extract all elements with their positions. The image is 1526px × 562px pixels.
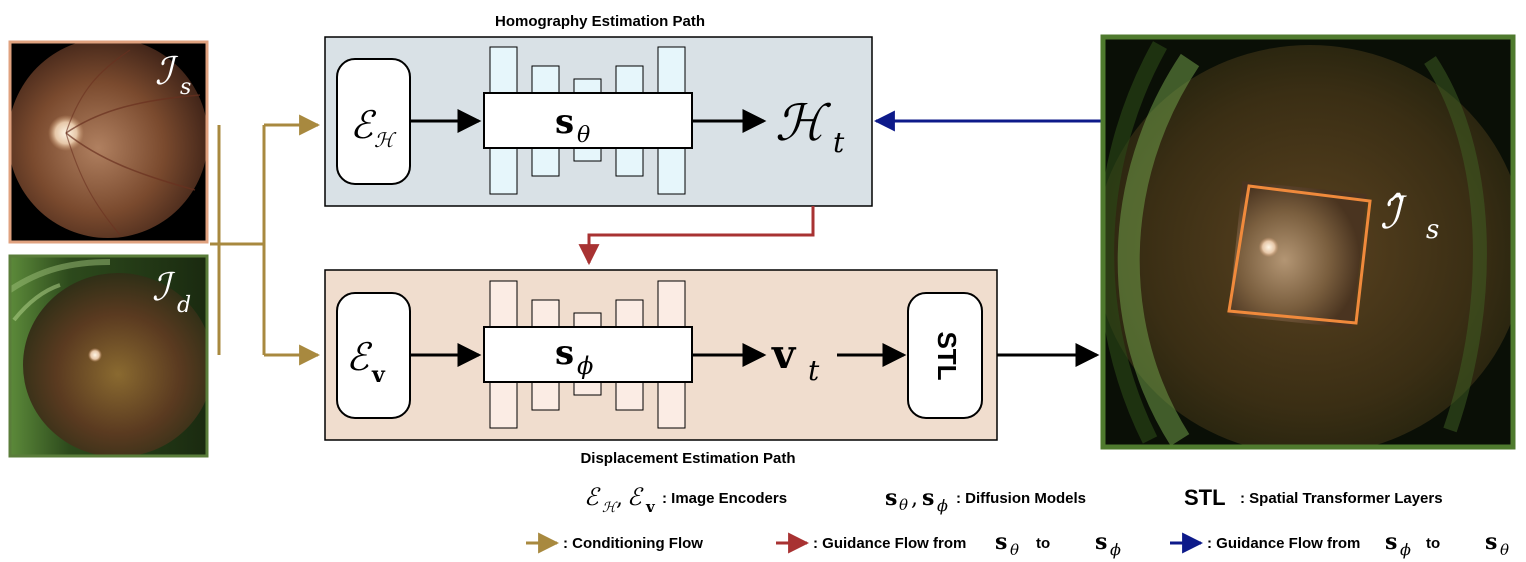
homography-output: ℋ t — [775, 94, 845, 159]
score-phi-label: s — [555, 333, 574, 373]
warp-box — [1227, 184, 1372, 325]
score-phi-sub: ϕ — [577, 352, 593, 380]
homography-output-label: ℋ — [775, 94, 832, 152]
legend-guidance-red-from-sub: θ — [1010, 541, 1019, 559]
source-image-border — [8, 40, 209, 244]
legend-guidance-blue-to-sub: θ — [1500, 541, 1509, 559]
legend-diffusion-s2: s — [922, 485, 934, 511]
legend-diffusion: s θ , s ϕ : Diffusion Models — [885, 485, 1086, 515]
legend-diffusion-sep: , — [911, 486, 918, 511]
legend-guidance-red: : Guidance Flow from s θ to s ϕ — [776, 529, 1121, 559]
guidance-flow-red — [578, 206, 815, 266]
displacement-output-sub: t — [808, 354, 820, 387]
legend-guidance-blue: : Guidance Flow from s ϕ to s θ — [1170, 529, 1509, 559]
source-image: ℐ s — [8, 40, 209, 244]
legend-encoders-symbol-1: ℰ — [584, 483, 601, 511]
score-phi-block: s ϕ — [483, 326, 693, 383]
legend-guidance-blue-to: s — [1485, 529, 1497, 555]
encoder-v-label: ℰ — [346, 335, 373, 379]
encoder-h-label: ℰ — [350, 103, 377, 147]
displacement-output: v t — [771, 331, 820, 387]
legend-stl-symbol: STL — [1184, 485, 1226, 510]
legend-guidance-blue-to-word: to — [1426, 535, 1440, 552]
displacement-path-title: Displacement Estimation Path — [580, 450, 795, 467]
legend-conditioning-text: : Conditioning Flow — [563, 535, 703, 552]
legend-encoders-symbol-2: ℰ — [627, 483, 644, 511]
warped-output-image: ℐ̂ s — [1100, 34, 1516, 450]
legend-stl: STL : Spatial Transformer Layers — [1184, 485, 1443, 510]
legend-encoders-sub-2: v — [645, 498, 656, 516]
stl-block: STL — [907, 292, 983, 419]
target-image-border — [8, 254, 209, 458]
encoder-v-sub: v — [371, 362, 386, 388]
legend-diffusion-s1: s — [885, 485, 897, 511]
legend-guidance-red-to-word: to — [1036, 535, 1050, 552]
warped-image-border — [1100, 34, 1516, 450]
score-theta-label: s — [555, 102, 574, 142]
homography-path-title: Homography Estimation Path — [495, 13, 705, 30]
legend-guidance-blue-from-sub: ϕ — [1400, 540, 1411, 559]
legend-conditioning: : Conditioning Flow — [526, 532, 703, 554]
target-image: ℐ d — [8, 254, 209, 458]
legend-guidance-red-from: s — [995, 529, 1007, 555]
legend-diffusion-text: : Diffusion Models — [956, 490, 1086, 507]
target-image-label-sub: d — [177, 293, 191, 318]
legend-stl-text: : Spatial Transformer Layers — [1240, 490, 1443, 507]
legend-diffusion-sub2: ϕ — [937, 496, 948, 515]
encoder-h-sub: ℋ — [374, 128, 397, 152]
legend-guidance-blue-text: : Guidance Flow from — [1207, 535, 1360, 552]
score-theta-sub: θ — [577, 123, 590, 148]
homography-output-sub: t — [833, 126, 845, 159]
legend-encoders-text: : Image Encoders — [662, 490, 787, 507]
legend-guidance-red-to-sub: ϕ — [1110, 540, 1121, 559]
conditioning-flow — [210, 114, 321, 366]
score-theta-block: s θ — [483, 92, 693, 149]
legend-encoders-sub-1: ℋ — [602, 500, 618, 516]
legend-guidance-red-text: : Guidance Flow from — [813, 535, 966, 552]
legend-encoders-sep: , — [616, 486, 623, 511]
encoder-h-block: ℰ ℋ — [336, 58, 411, 185]
encoder-v-block: ℰ v — [336, 292, 411, 419]
legend-guidance-red-to: s — [1095, 529, 1107, 555]
legend-guidance-blue-from: s — [1385, 529, 1397, 555]
stl-label: STL — [932, 331, 962, 380]
legend-encoders: ℰ ℋ , ℰ v : Image Encoders — [584, 483, 787, 516]
source-image-label-sub: s — [180, 75, 191, 100]
displacement-output-label: v — [771, 331, 797, 378]
warped-image-label-sub: s — [1426, 215, 1439, 245]
legend-diffusion-sub1: θ — [899, 496, 908, 514]
